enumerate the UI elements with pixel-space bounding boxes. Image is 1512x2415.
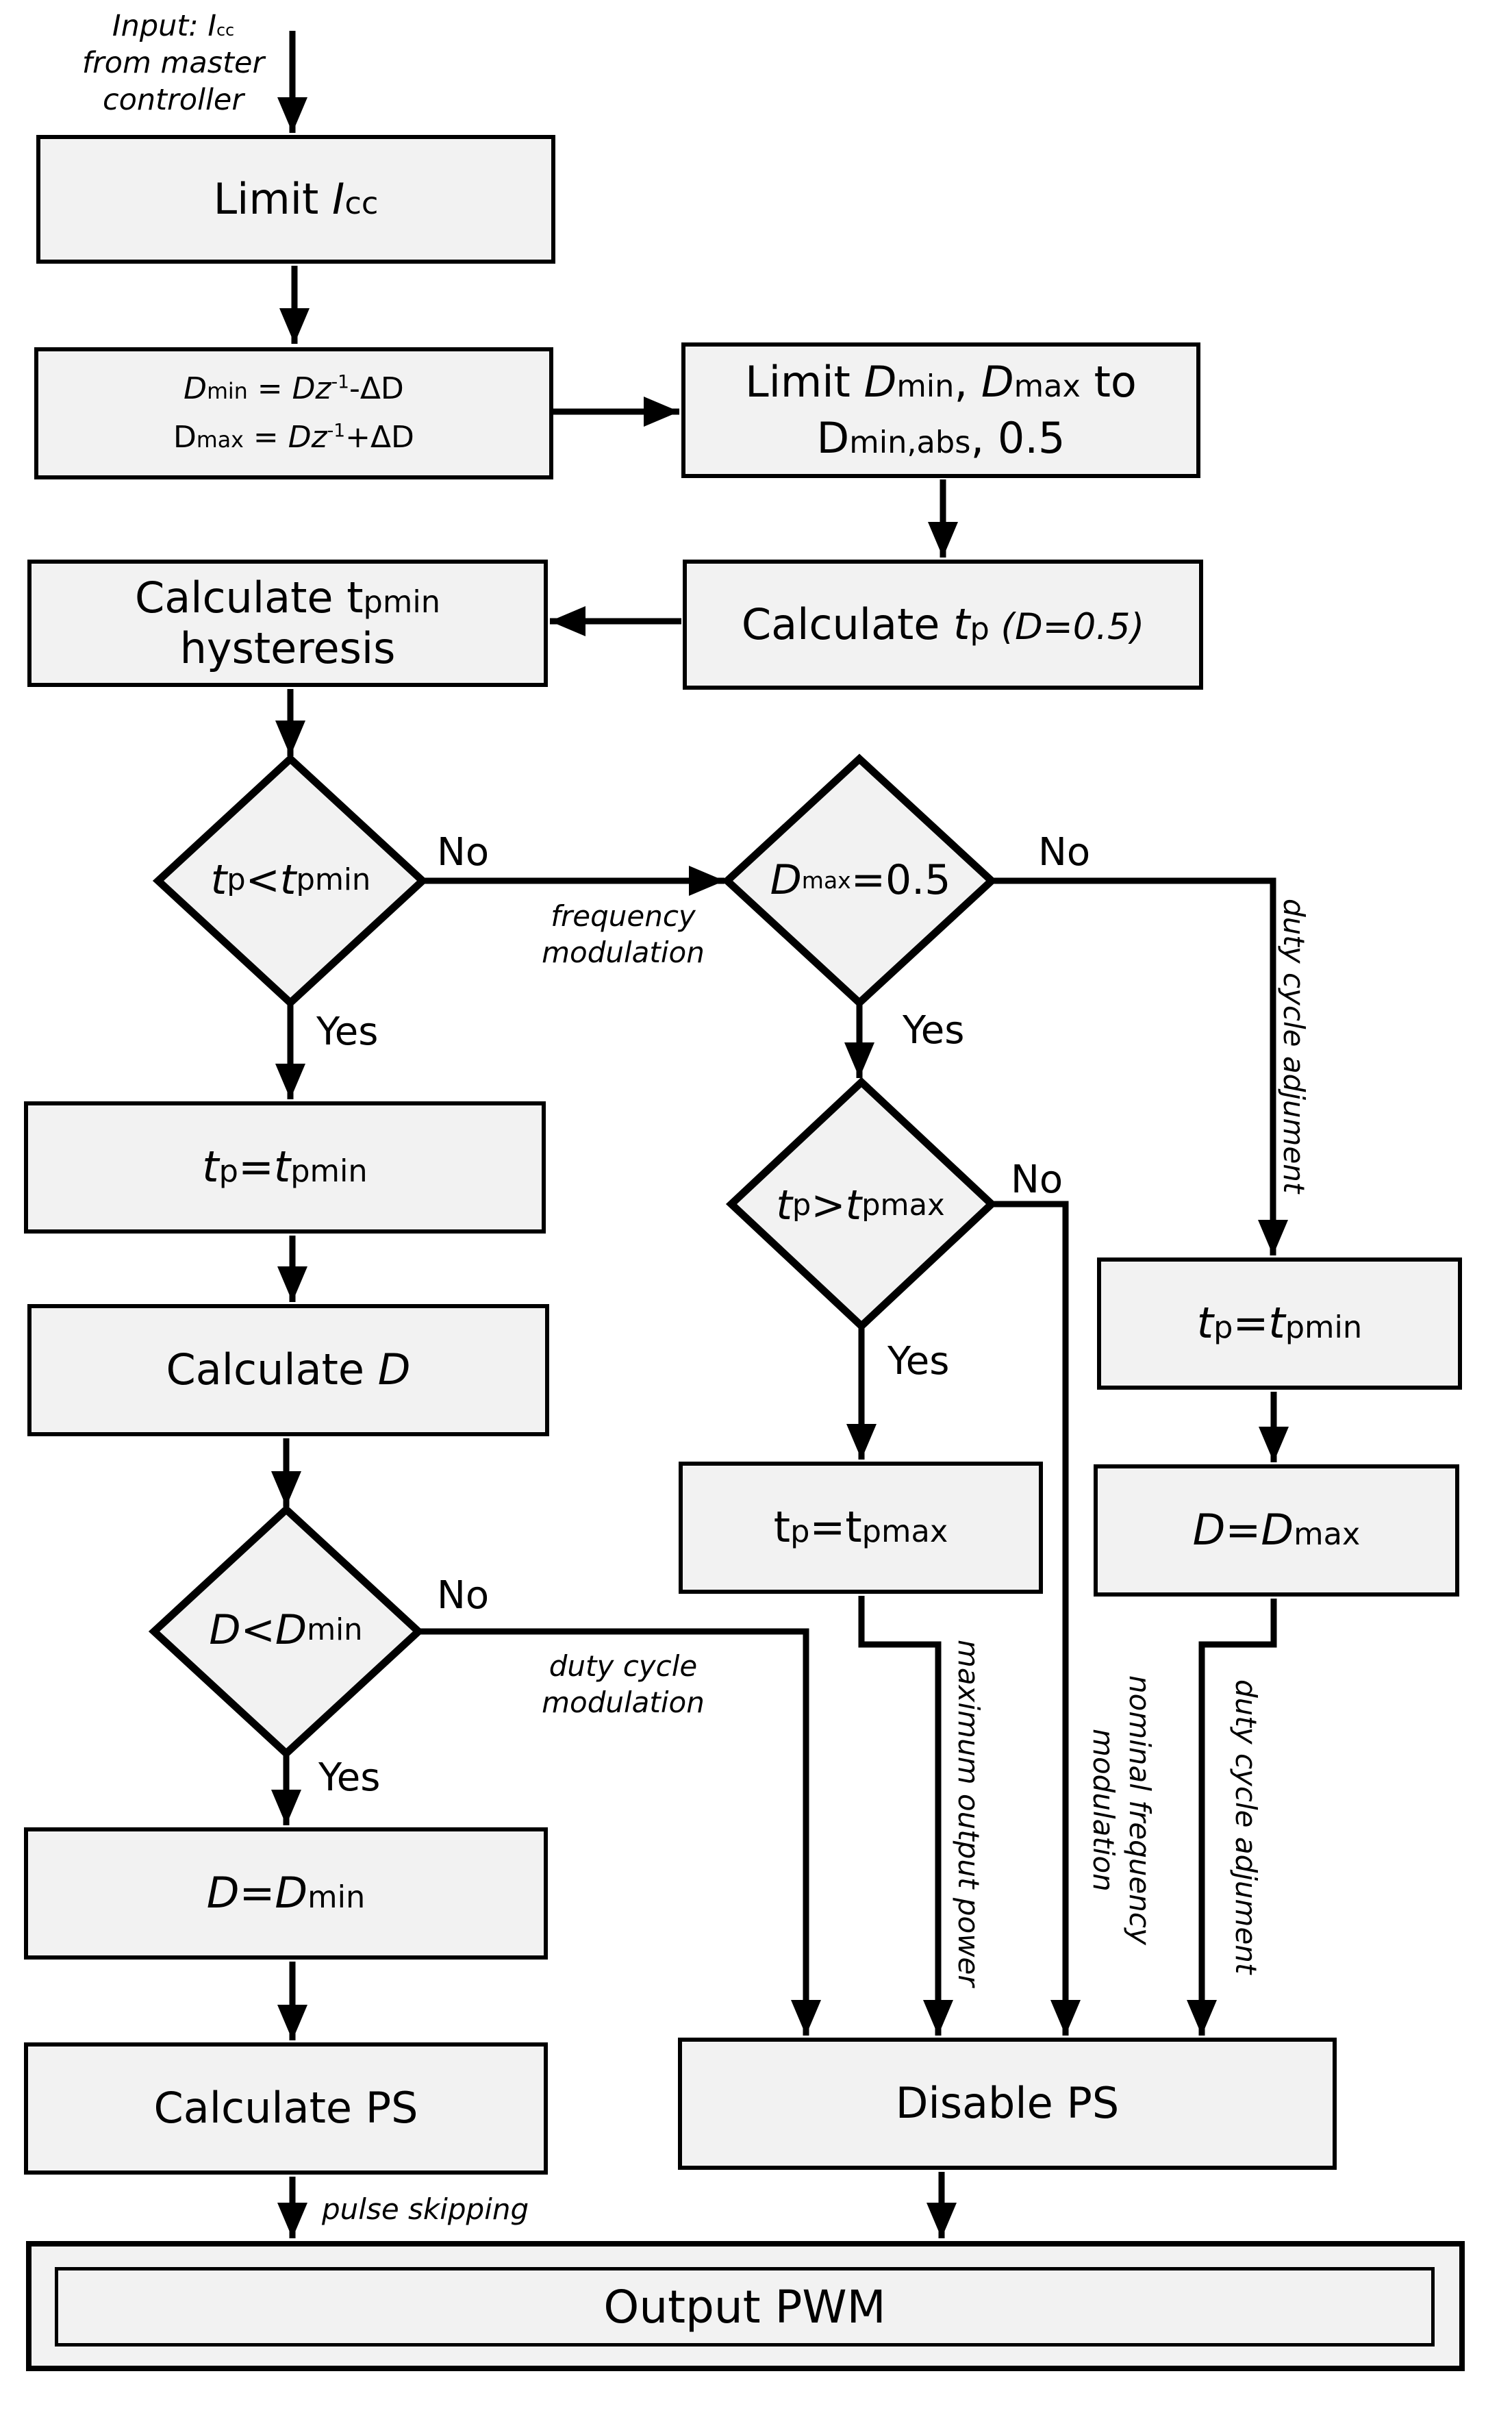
- limit-icc-box: Limit Icc: [36, 135, 555, 264]
- arrow-tp-gt-tpmax-yes-head: [846, 1424, 877, 1460]
- arrow-dmax-no: [992, 877, 1276, 1255]
- calculate-d-box: Calculate D: [27, 1304, 549, 1436]
- arrow-limit-to-calc-tp-head: [928, 522, 958, 558]
- arrow-tp-lt-tpmin-yes-head: [275, 1064, 305, 1099]
- arrow-calc-ps-to-output-head: [277, 2203, 307, 2238]
- nominal-frequency-modulation-note: nominal frequency modulation: [1087, 1675, 1157, 1945]
- no-label-dmax: No: [1038, 830, 1091, 875]
- arrow-calc-d-to-decision-head: [271, 1471, 301, 1507]
- arrow-dmax-yes-head: [844, 1042, 874, 1078]
- arrow-tpmin-to-decision-head: [275, 721, 305, 756]
- arrow-tp-lt-tpmin-no-head: [689, 866, 724, 896]
- tp-equals-tpmax-box: tp=tpmax: [679, 1462, 1043, 1594]
- yes-label-tp-lt-tpmin: Yes: [316, 1010, 379, 1054]
- yes-label-d-lt-dmin: Yes: [318, 1755, 381, 1800]
- arrow-tp-gt-tpmax-no-head: [1050, 2000, 1081, 2036]
- arrow-d-dmax-to-disable: [1198, 1599, 1277, 2036]
- calculate-ps-box: Calculate PS: [24, 2042, 548, 2175]
- decision-dmax-diamond: [721, 753, 998, 1008]
- arrow-tp-gt-tpmax-no: [992, 1201, 1069, 2036]
- arrow-tpmax-to-disable-head: [923, 2000, 953, 2036]
- arrow-calc-tp-to-tpmin-head: [550, 606, 585, 636]
- arrow-limit-icc-to-dmin-dmax-head: [279, 308, 310, 344]
- no-label-tp-lt-tpmin: No: [437, 830, 490, 875]
- arrow-dmax-no-head: [1258, 1220, 1288, 1255]
- arrow-input-to-limit-icc-head: [277, 97, 307, 133]
- decision-tp-gt-tpmax-diamond: [725, 1077, 998, 1331]
- arrow-disable-ps-to-output-head: [927, 2203, 957, 2238]
- decision-tp-lt-tpmin-diamond: [152, 753, 429, 1008]
- arrow-d-lt-dmin-no: [418, 1628, 809, 2036]
- frequency-modulation-note: frequency modulation: [542, 899, 705, 969]
- pulse-skipping-note: pulse skipping: [322, 2192, 529, 2226]
- calculate-tpmin-hysteresis-box: Calculate tpmin hysteresis: [27, 560, 548, 687]
- no-label-tp-gt-tpmax: No: [1011, 1158, 1063, 1202]
- output-pwm-box: Output PWM: [55, 2267, 1435, 2347]
- tp-equals-tpmin-left-box: tp=tpmin: [24, 1101, 546, 1234]
- maximum-output-power-note: maximum output power: [952, 1640, 985, 1987]
- calculate-tp-box: Calculate tp (D=0.5): [683, 560, 1203, 690]
- arrow-tpmax-to-disable: [858, 1596, 942, 2036]
- duty-cycle-adjument-bottom-note: duty cycle adjument: [1229, 1679, 1263, 1975]
- yes-label-dmax: Yes: [903, 1008, 965, 1053]
- arrow-dmin-dmax-to-limit-head: [644, 397, 679, 427]
- connectors-group: [148, 31, 1289, 2238]
- tp-equals-tpmin-right-box: tp=tpmin: [1097, 1257, 1462, 1390]
- duty-cycle-modulation-note: duty cycle modulation: [542, 1649, 705, 1719]
- limit-dmin-dmax-box: Limit Dmin, Dmax to Dmin,abs, 0.5: [681, 342, 1200, 478]
- disable-ps-box: Disable PS: [678, 2038, 1337, 2170]
- d-equals-dmin-box: D=Dmin: [24, 1827, 548, 1960]
- decision-d-lt-dmin-diamond: [148, 1504, 425, 1759]
- arrow-d-dmin-to-calc-ps-head: [277, 2005, 307, 2040]
- input-label: Input: Icc from master controller: [81, 9, 265, 117]
- no-label-d-lt-dmin: No: [437, 1573, 490, 1618]
- arrow-tpmin-to-calc-d-head: [277, 1266, 307, 1302]
- arrow-d-lt-dmin-no-head: [791, 2000, 821, 2036]
- arrow-d-dmax-to-disable-head: [1187, 2000, 1217, 2036]
- arrow-tpmin-right-to-d-dmax-head: [1259, 1427, 1289, 1462]
- arrow-d-lt-dmin-yes-head: [271, 1790, 301, 1825]
- dmin-dmax-box: Dmin = Dz-1-ΔD Dmax = Dz-1+ΔD: [34, 347, 553, 479]
- d-equals-dmax-box: D=Dmax: [1094, 1464, 1459, 1597]
- yes-label-tp-gt-tpmax: Yes: [887, 1339, 950, 1384]
- duty-cycle-adjument-top-note: duty cycle adjument: [1277, 899, 1311, 1194]
